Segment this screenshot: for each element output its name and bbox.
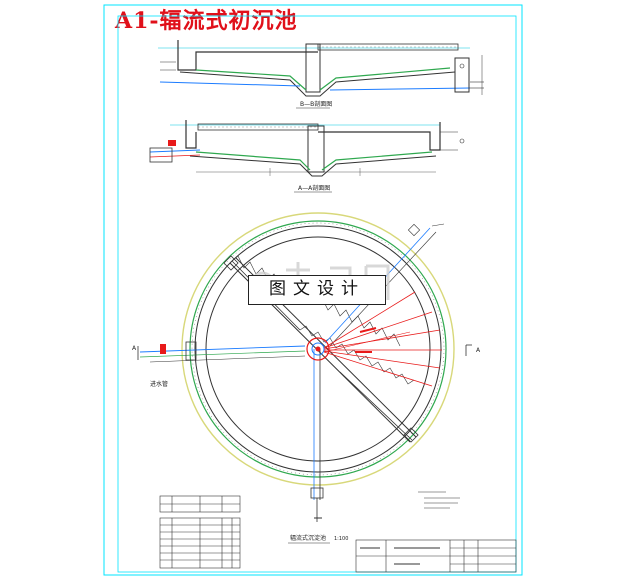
drawing-frame-inner <box>117 15 517 573</box>
section-b-drawing <box>158 40 484 97</box>
pipe-note: 进水管 <box>150 380 168 388</box>
section-a-drawing <box>149 120 465 177</box>
section-b-label: B—B剖面图 <box>300 100 332 108</box>
page-title: A1-辐流式初沉池 <box>115 8 298 34</box>
plan-view-scale: 1:100 <box>334 536 348 542</box>
center-well-inner <box>311 342 325 356</box>
title-block <box>355 539 517 573</box>
equipment-table-bottom <box>159 517 241 569</box>
scraper-arms <box>323 291 442 387</box>
weir-ring-inner <box>194 225 442 473</box>
outer-ring <box>181 212 455 486</box>
equipment-table-top <box>159 495 241 513</box>
design-notes <box>418 491 460 509</box>
watermark-text: 图文设计 <box>248 275 386 305</box>
weir-ring-ticks <box>191 222 445 476</box>
drawing-frame-outer <box>103 4 523 576</box>
section-marker-a: A <box>476 347 481 354</box>
weir-ring-outer <box>189 220 447 478</box>
tank-wall <box>205 236 431 462</box>
svg-text:A: A <box>132 345 137 352</box>
plan-view-label: 辐流式沉淀池 <box>290 534 326 542</box>
plan-view: A A <box>132 212 481 522</box>
center-well-outer <box>306 337 330 361</box>
section-a-label: A—A剖面图 <box>298 184 330 192</box>
